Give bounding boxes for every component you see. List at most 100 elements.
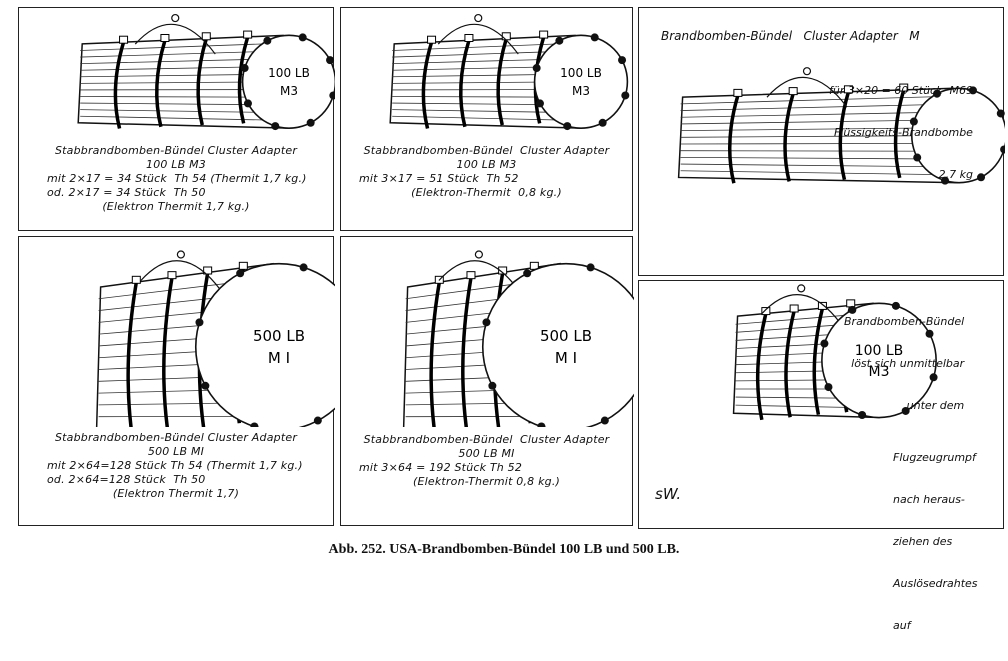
caption-line: (Elektron Thermit 1,7) [19, 487, 333, 501]
bomb-note: für 3×20 = 60 Stück M69 Flüssigkeits-Bra… [829, 56, 973, 210]
caption-line: od. 2×17 = 34 Stück Th 50 [19, 186, 333, 200]
end-notch [977, 173, 985, 181]
artist-signature: sW. [655, 487, 681, 501]
caption-line: Stabbrandbomben-Bündel Cluster Adapter [19, 431, 333, 445]
panel-100lb-m3-th54: 100 LB M3 Stabbrandbomben-Bündel Cluster … [18, 7, 334, 231]
end-notch [599, 119, 607, 127]
end-notch [555, 37, 563, 45]
strap-lug [789, 88, 797, 95]
strap-lug [540, 31, 548, 38]
note-line: Flugzeugrumpf [893, 451, 978, 465]
bundle-illustration: 100 LB M3 [19, 8, 335, 143]
panel-500lb-mi-th54: 500 LB M I Stabbrandbomben-Bündel Cluster… [18, 236, 334, 526]
caption-line: 500 LB MI [19, 445, 333, 459]
suspension-ring [475, 15, 482, 22]
note-line: für 3×20 = 60 Stück M69 [829, 84, 973, 98]
note-line: Brandbomben-Bündel [844, 315, 964, 329]
panel-caption: Stabbrandbomben-Bündel Cluster Adapter 5… [341, 433, 632, 489]
end-notch [314, 417, 322, 425]
end-notch [236, 269, 244, 277]
end-notch [591, 33, 599, 41]
end-notch [201, 382, 209, 390]
caption-line: mit 3×64 = 192 Stück Th 52 [341, 461, 632, 475]
strap-lug [239, 262, 247, 269]
panel-cluster-adapter-m: Brandbomben-Bündel Cluster Adapter M für… [638, 7, 1004, 276]
end-face-label: M3 [280, 84, 298, 98]
end-notch [618, 56, 626, 64]
end-face-label: M3 [572, 84, 590, 98]
note-line: löst sich unmittelbar [844, 357, 964, 371]
end-notch [488, 382, 496, 390]
note-line: unter dem [844, 399, 964, 413]
strap-lug [244, 31, 252, 38]
end-notch [300, 263, 308, 271]
caption-line: 100 LB M3 [341, 158, 632, 172]
caption-line: Stabbrandbomben-Bündel Cluster Adapter [341, 433, 632, 447]
end-notch [824, 383, 832, 391]
strap-lug [502, 33, 510, 40]
strap-lug [762, 308, 770, 315]
end-face-label: 500 LB [540, 327, 592, 345]
caption-line: mit 2×17 = 34 Stück Th 54 (Thermit 1,7 k… [19, 172, 333, 186]
caption-line: (Elektron-Thermit 0,8 kg.) [341, 475, 632, 489]
strap-lug [734, 89, 742, 96]
caption-line: mit 2×64=128 Stück Th 54 (Thermit 1,7 kg… [19, 459, 333, 473]
end-notch [601, 417, 609, 425]
end-notch [482, 318, 490, 326]
bundle-illustration: 500 LB M I [341, 237, 634, 427]
end-notch [997, 109, 1005, 117]
strap-lug [168, 272, 176, 279]
panel-caption: Stabbrandbomben-Bündel Cluster Adapter 5… [19, 431, 333, 501]
end-face-label: 500 LB [253, 327, 305, 345]
caption-line: od. 2×64=128 Stück Th 50 [19, 473, 333, 487]
release-note: Brandbomben-Bündel löst sich unmittelbar… [844, 287, 964, 441]
end-notch [533, 64, 541, 72]
end-face-label: M I [268, 349, 290, 367]
strap-lug [132, 276, 140, 283]
panel-caption: Stabbrandbomben-Bündel Cluster Adapter 1… [19, 144, 333, 214]
end-notch [820, 340, 828, 348]
end-face-label: 100 LB [268, 66, 310, 80]
end-notch [523, 269, 531, 277]
bundle-illustration: 500 LB M I [19, 237, 335, 427]
note-line: Flüssigkeits-Brandbombe [829, 126, 973, 140]
caption-line: (Elektron-Thermit 0,8 kg.) [341, 186, 632, 200]
caption-line: Stabbrandbomben-Bündel Cluster Adapter [19, 144, 333, 158]
end-notch [195, 318, 203, 326]
strap-lug [465, 34, 473, 41]
strap-lug [790, 305, 798, 312]
end-notch [587, 263, 595, 271]
figure-caption: Abb. 252. USA-Brandbomben-Bündel 100 LB … [0, 542, 1008, 558]
strap-lug [467, 272, 475, 279]
strap-lug [428, 36, 436, 43]
strap-lug [161, 34, 169, 41]
end-notch [621, 91, 629, 99]
end-notch [326, 56, 334, 64]
caption-line: 500 LB MI [341, 447, 632, 461]
suspension-ring [172, 15, 179, 22]
suspension-ring [803, 68, 810, 75]
end-notch [299, 33, 307, 41]
note-line: Auslösedrahtes [893, 577, 978, 591]
suspension-ring [798, 285, 805, 292]
end-face [243, 35, 335, 128]
panel-caption: Stabbrandbomben-Bündel Cluster Adapter 1… [341, 144, 632, 200]
end-notch [244, 99, 252, 107]
strap-lug [202, 33, 210, 40]
panel-500lb-mi-th52: 500 LB M I Stabbrandbomben-Bündel Cluster… [340, 236, 633, 526]
end-notch [271, 122, 279, 130]
end-notch [307, 119, 315, 127]
note-line: auf [893, 619, 978, 633]
strap-lug [120, 36, 128, 43]
end-notch [263, 37, 271, 45]
end-notch [563, 122, 571, 130]
end-face-label: M I [555, 349, 577, 367]
note-line: nach heraus- [893, 493, 978, 507]
end-notch [241, 64, 249, 72]
end-notch [536, 99, 544, 107]
note-line: 2,7 kg [829, 168, 973, 182]
suspension-ring [177, 251, 184, 258]
